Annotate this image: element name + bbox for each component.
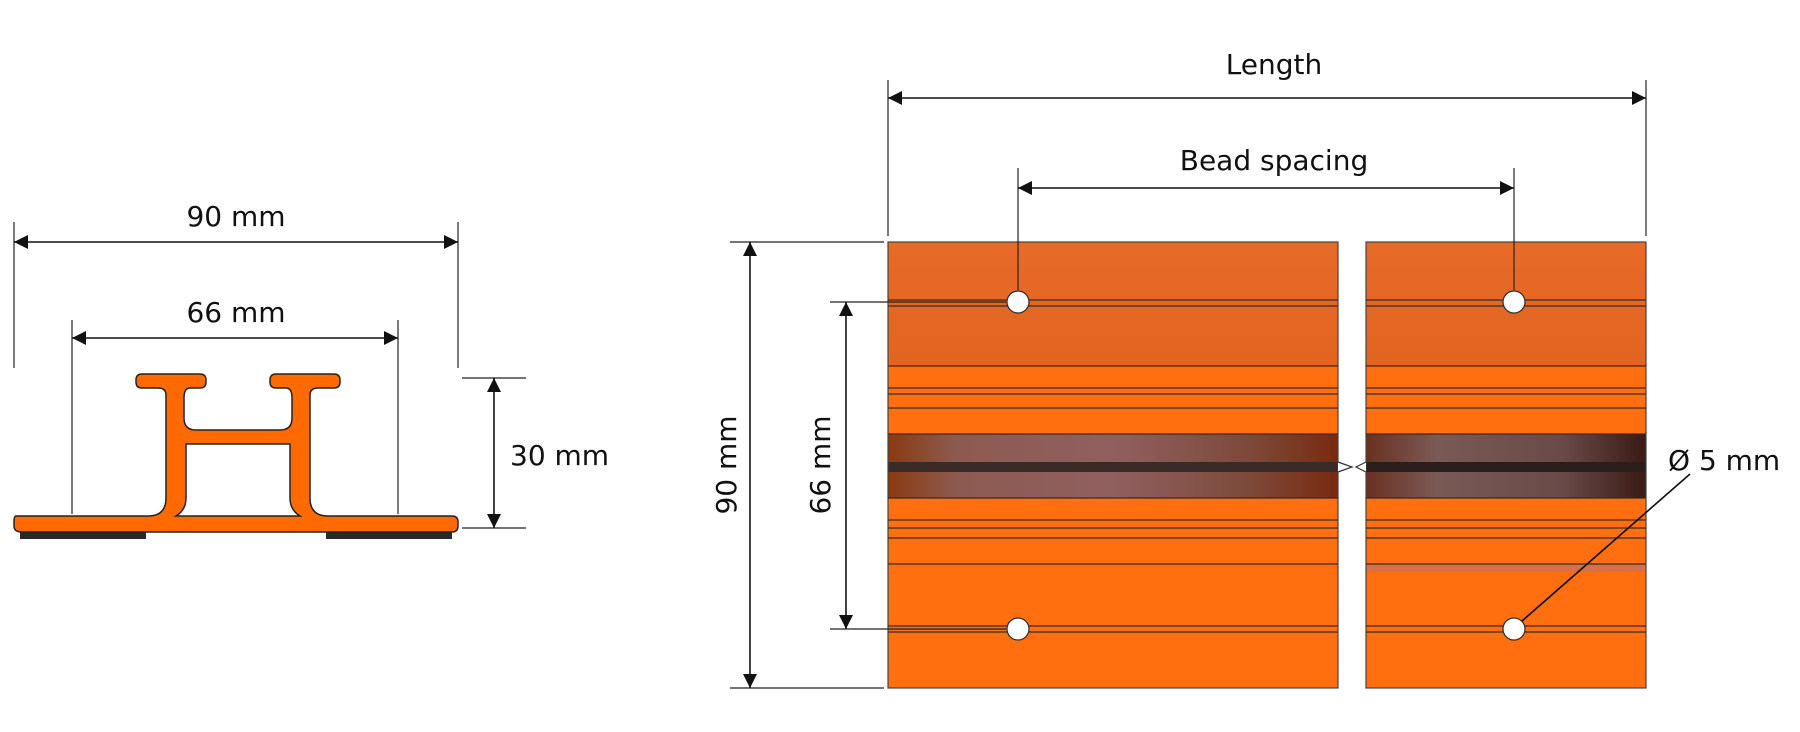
break-mark-right bbox=[1354, 461, 1367, 473]
hole-diameter-label: Ø 5 mm bbox=[1668, 444, 1780, 477]
cross-section-width-label: 90 mm bbox=[186, 200, 285, 233]
bead-hole-top-right bbox=[1502, 290, 1526, 314]
cross-section-inner-width-label: 66 mm bbox=[186, 296, 285, 329]
break-mark-left bbox=[1337, 461, 1354, 473]
cross-section-height-label: 30 mm bbox=[510, 439, 609, 472]
left-foot-pad bbox=[20, 528, 146, 539]
front-inner-height-label: 66 mm bbox=[804, 415, 837, 514]
length-label: Length bbox=[1226, 48, 1323, 81]
hole-diameter-leader bbox=[1521, 473, 1691, 622]
panel-left bbox=[887, 241, 1339, 689]
right-foot-pad bbox=[326, 528, 452, 539]
front-height-label: 90 mm bbox=[710, 415, 743, 514]
cross-section-view: 90 mm 66 mm 30 mm bbox=[13, 200, 609, 539]
panel-right bbox=[1365, 241, 1647, 689]
profile-body bbox=[13, 373, 459, 533]
front-view: Length Bead spacing 90 mm 66 mm Ø 5 mm bbox=[710, 48, 1780, 689]
bead-spacing-label: Bead spacing bbox=[1180, 144, 1368, 177]
bead-hole-top-left bbox=[1006, 290, 1030, 314]
bead-hole-bottom-right bbox=[1502, 617, 1526, 641]
bead-hole-bottom-left bbox=[1006, 617, 1030, 641]
